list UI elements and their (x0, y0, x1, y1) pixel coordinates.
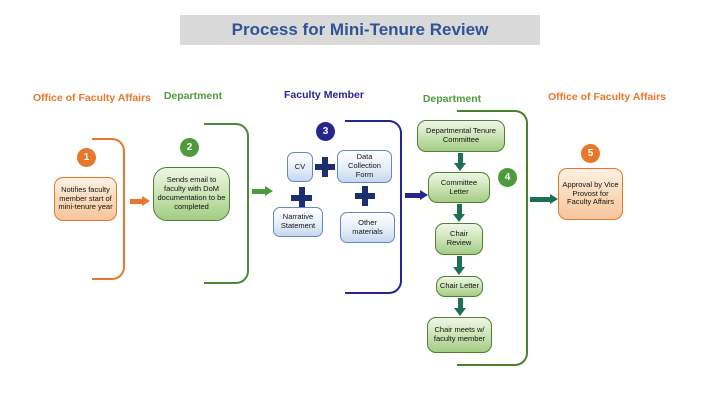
bracket-step2 (204, 123, 249, 284)
bracket-step1 (92, 138, 125, 280)
arrow-down-icon (453, 204, 465, 222)
box-committee-letter: Committee Letter (428, 172, 490, 203)
bracket-step3 (345, 120, 402, 294)
step-number-2-badge: 2 (180, 138, 199, 157)
box-departmental-tenure-committee: Departmental Tenure Committee (417, 120, 505, 152)
arrow-down-icon (454, 153, 466, 171)
box-approval-vice-provost: Approval by Vice Provost for Faculty Aff… (558, 168, 623, 220)
arrow-step4-to-step5 (530, 194, 558, 205)
plus-icon (291, 187, 312, 208)
box-notifies-faculty: Notifies faculty member start of mini-te… (54, 177, 117, 221)
box-chair-letter: Chair Letter (436, 276, 483, 297)
plus-icon (355, 186, 375, 206)
step-number-1-badge: 1 (77, 148, 96, 167)
box-narrative-statement: Narrative Statement (273, 207, 323, 237)
arrow-down-icon (453, 256, 465, 275)
column-header-office-faculty-affairs-right: Office of Faculty Affairs (547, 91, 667, 103)
arrow-step2-to-step3 (252, 186, 273, 197)
page-title: Process for Mini-Tenure Review (231, 20, 489, 39)
step-number-3-badge: 3 (316, 122, 335, 141)
bracket-step4 (457, 110, 528, 366)
arrow-down-icon (454, 298, 466, 316)
box-other-materials: Other materials (340, 212, 395, 243)
box-data-collection-form: Data Collection Form (337, 150, 392, 183)
arrow-step3-to-step4 (405, 190, 428, 201)
step-number-5-badge: 5 (581, 144, 600, 163)
box-sends-email: Sends email to faculty with DoM document… (153, 167, 230, 221)
column-header-department-right: Department (422, 93, 482, 105)
arrow-step1-to-step2 (130, 196, 150, 207)
title-bar: Process for Mini-Tenure Review (180, 15, 540, 45)
column-header-faculty-member: Faculty Member (284, 89, 364, 101)
column-header-office-faculty-affairs-left: Office of Faculty Affairs (32, 92, 152, 104)
box-cv: CV (287, 152, 313, 182)
column-header-department-left: Department (163, 90, 223, 102)
step-number-4-badge: 4 (498, 168, 517, 187)
box-chair-review: Chair Review (435, 223, 483, 255)
box-chair-meets-faculty: Chair meets w/ faculty member (427, 317, 492, 353)
plus-icon (315, 157, 335, 177)
